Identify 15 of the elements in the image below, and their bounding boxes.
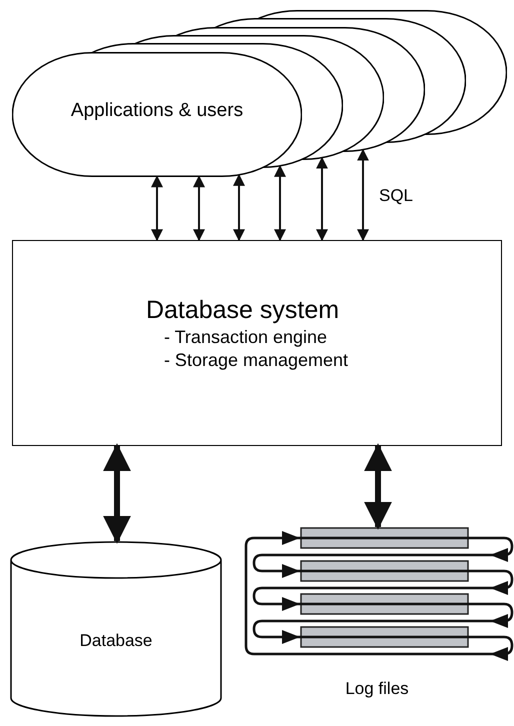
process-box — [12, 240, 502, 446]
arrow — [193, 175, 205, 242]
arrow — [316, 156, 328, 242]
arrow — [103, 443, 131, 544]
arrow — [364, 443, 392, 530]
node-title: Database system — [146, 295, 340, 326]
node-text: - Transaction engine — [164, 326, 328, 349]
node-label: Database — [80, 630, 152, 652]
node-label: Log files — [345, 678, 409, 700]
arrow — [233, 174, 245, 242]
node-label: Applications & users — [70, 99, 244, 123]
arrow — [151, 175, 163, 242]
arrow — [357, 148, 369, 242]
node-text: - Storage management — [164, 349, 348, 372]
arrow — [274, 164, 286, 242]
